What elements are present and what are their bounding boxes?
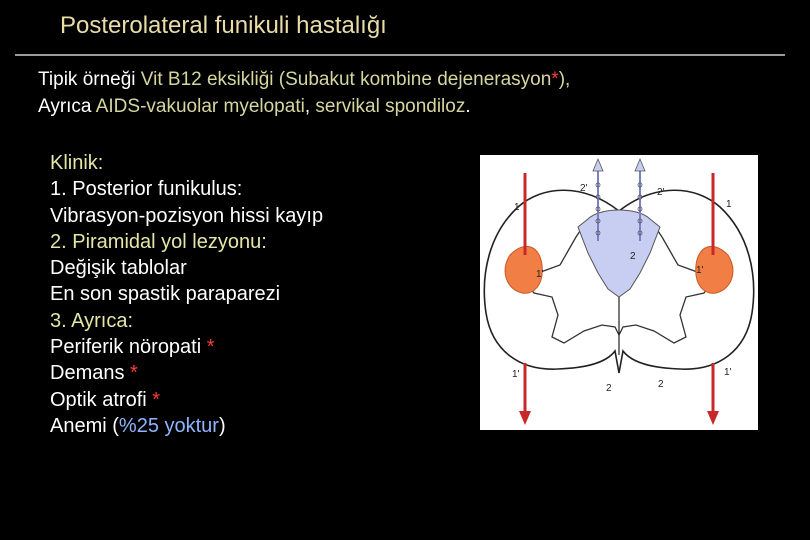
clinic-item-1-title: 1. Posterior funikulus: — [50, 178, 243, 201]
intro-text-segment: , — [304, 96, 316, 117]
clinic-item-text: ) — [218, 414, 226, 437]
lesion-left — [504, 245, 543, 294]
label-1-right: 1 — [726, 199, 732, 210]
arrowhead-left-bottom — [519, 411, 531, 425]
clinic-item-2-title: 2. Piramidal yol lezyonu: — [50, 230, 267, 253]
intro-text-segment: ), — [558, 69, 571, 90]
clinic-item-2-text-1: Değişik tablolar — [50, 257, 187, 280]
slide-title: Posterolateral funikuli hastalığı — [60, 12, 387, 39]
clinic-item-2-text-2: En son spastik paraparezi — [50, 283, 281, 306]
label-1p-left: 1' — [536, 269, 544, 280]
clinic-item-3-title: 3. Ayrıca: — [50, 309, 134, 332]
label-2p-right: 2' — [657, 187, 665, 198]
intro-text-segment: . — [465, 96, 471, 117]
lesion-right — [695, 245, 734, 294]
clinic-list: Klinik: 1. Posterior funikulus: Vibrasyo… — [50, 150, 323, 439]
clinic-item-text: Anemi ( — [50, 414, 119, 437]
intro-highlight: servikal spondiloz — [315, 96, 466, 117]
clinic-item-1-text: Vibrasyon-pozisyon hissi kayıp — [50, 204, 324, 227]
label-1p-bottom-right: 1' — [724, 367, 732, 378]
title-divider — [15, 54, 785, 56]
intro-line-1: Tipik örneği Vit B12 eksikliği (Subakut … — [38, 66, 570, 93]
clinic-heading: Klinik: — [50, 152, 104, 174]
label-2-bottom-left: 2 — [606, 383, 612, 394]
label-1p-bottom-left: 1' — [512, 369, 520, 380]
spinal-cord-diagram: 1 1 2' 2' 2 1' 1' 1' 1' 2 2 — [480, 155, 758, 430]
intro-text: Tipik örneği Vit B12 eksikliği (Subakut … — [38, 66, 570, 120]
intro-text-segment: Tipik örneği — [38, 69, 141, 90]
spinal-cord-svg: 1 1 2' 2' 2 1' 1' 1' 1' 2 2 — [483, 157, 755, 425]
clinic-anemia: Anemi (%25 yoktur) — [50, 413, 323, 439]
intro-highlight: Vit B12 eksikliği (Subakut kombine dejen… — [140, 69, 552, 90]
label-1p-right: 1' — [696, 265, 704, 276]
intro-star: * — [551, 69, 559, 90]
label-2-bottom-mid: 2 — [658, 379, 664, 390]
clinic-item-text: Demans — [50, 362, 131, 385]
clinic-star: * — [130, 362, 138, 385]
clinic-anemia-value: %25 yoktur — [118, 414, 219, 437]
intro-line-2: Ayrıca AIDS-vakuolar myelopati, servikal… — [38, 93, 570, 120]
intro-highlight: AIDS-vakuolar myelopati — [95, 96, 305, 117]
clinic-item-text: Periferik nöropati — [50, 336, 207, 359]
clinic-star: * — [206, 336, 215, 359]
arrowhead-dorsal-left — [592, 157, 604, 172]
clinic-item-3-c: Optik atrofi * — [50, 387, 323, 413]
arrowhead-right-bottom — [707, 411, 719, 425]
intro-text-segment: Ayrıca — [38, 96, 96, 117]
clinic-item-text: Optik atrofi — [50, 388, 153, 411]
label-1-left: 1 — [514, 202, 520, 213]
clinic-item-3-b: Demans * — [50, 360, 323, 386]
clinic-item-3-a: Periferik nöropati * — [50, 334, 323, 360]
label-2p-left: 2' — [580, 183, 588, 194]
arrowhead-dorsal-right — [634, 157, 646, 172]
clinic-star: * — [152, 388, 161, 411]
label-2-center: 2 — [630, 251, 636, 262]
dorsal-dots — [595, 182, 643, 236]
